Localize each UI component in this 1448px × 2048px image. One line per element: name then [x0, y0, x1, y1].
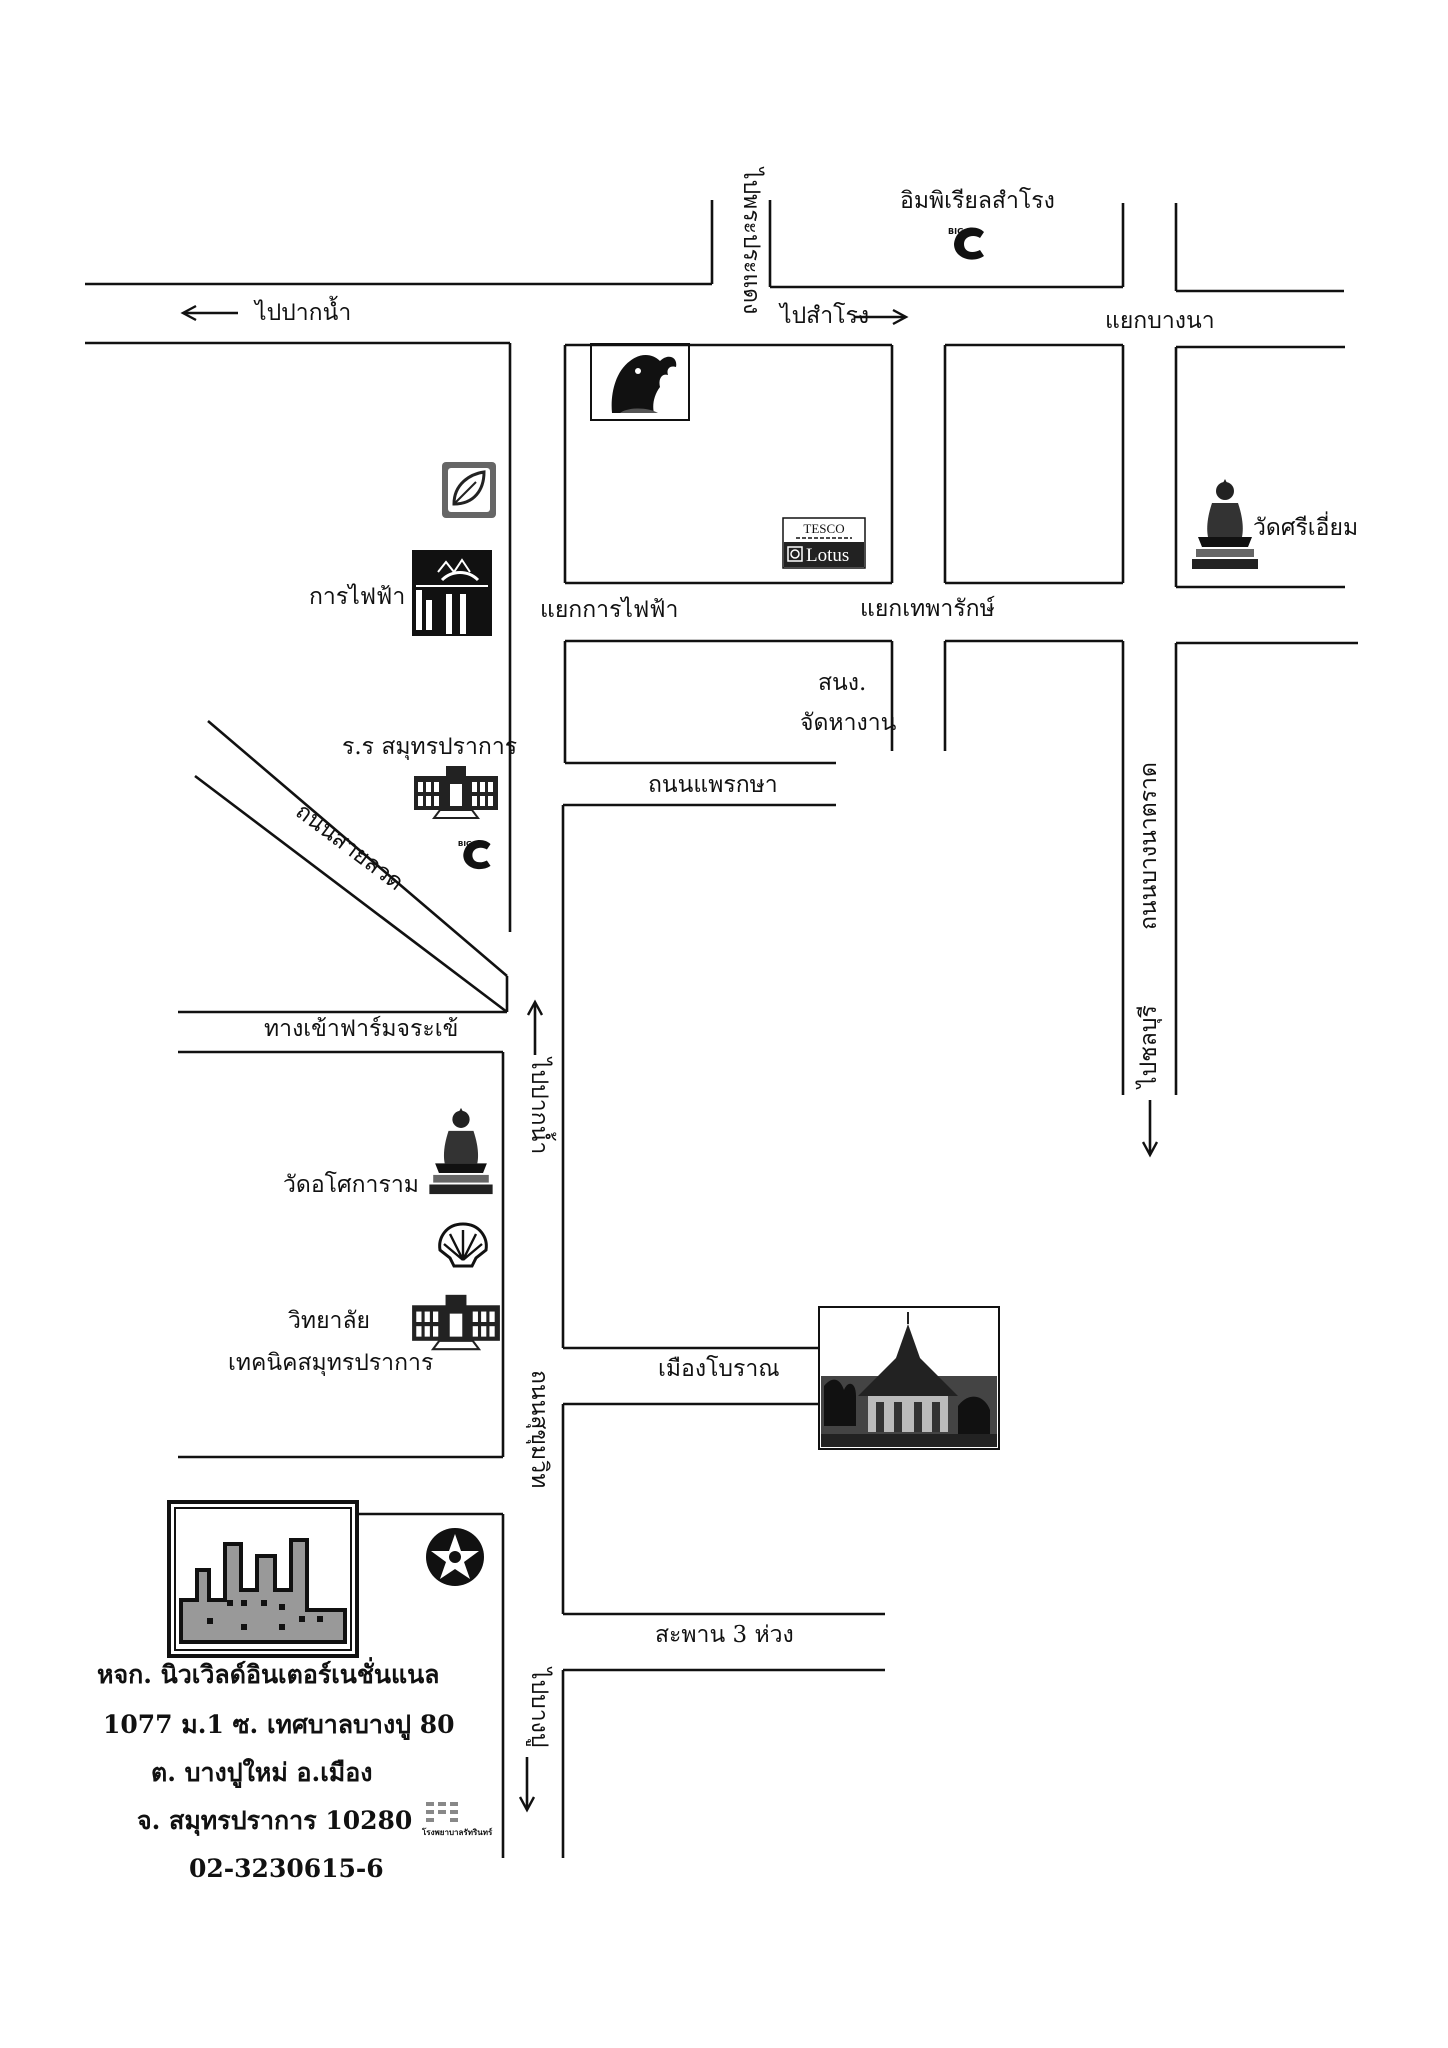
ancient-city-label: เมืองโบราณ: [658, 1356, 780, 1382]
svg-text:BIG: BIG: [458, 839, 472, 848]
big-c-logo-icon: BIG: [458, 839, 491, 870]
samutprakan-school-label: ร.ร สมุทรปราการ: [342, 734, 518, 760]
phone-number: 02-3230615-6: [189, 1854, 384, 1883]
phraek-sa-road-label: ถนนแพรกษา: [648, 772, 778, 798]
school-building-icon: [414, 766, 498, 819]
to-phra-pradaeng-label: ไปพระประแดง: [738, 168, 764, 315]
wat-si-iam-label: วัดศรีเอี่ยม: [1253, 515, 1359, 541]
address-line-1: 1077 ม.1 ซ. เทศบาลบางปู 80: [103, 1710, 455, 1739]
bangna-trat-road-label: ถนนบางนาตราด: [1136, 762, 1162, 930]
hospital-caption: โรงพยาบาลรัทรินทร์: [422, 1827, 493, 1837]
college-label-1: วิทยาลัย: [288, 1308, 371, 1334]
to-chonburi-label: ไปชลบุรี: [1136, 1005, 1162, 1088]
lotus-brand-text: Lotus: [806, 545, 849, 566]
to-paknam-side-label: ไปปากน้ำ: [526, 1058, 552, 1155]
erawan-elephant-icon: [590, 343, 690, 421]
factory-logo-icon: [167, 1500, 359, 1658]
bangna-junction-label: แยกบางนา: [1105, 308, 1215, 334]
employment-office-label-2: จัดหางาน: [800, 710, 897, 736]
star-station-icon: [426, 1528, 484, 1586]
thai-temple-icon: [818, 1306, 1000, 1450]
to-paknam-label: ไปปากน้ำ: [255, 300, 352, 326]
leaf-logo-icon: [442, 462, 496, 518]
to-bangpu-label: ไปบางปู: [526, 1668, 552, 1748]
college-label-2: เทคนิคสมุทรปราการ: [228, 1350, 434, 1376]
three-arch-bridge-label: สะพาน 3 ห่วง: [655, 1622, 794, 1648]
crocodile-farm-label: ทางเข้าฟาร์มจระเข้: [264, 1016, 459, 1042]
wat-asokaram-label: วัดอโศการาม: [283, 1172, 419, 1198]
hospital-logo-icon: [426, 1802, 458, 1822]
power-plant-icon: [412, 550, 492, 636]
buddha-statue-icon: [429, 1107, 493, 1195]
tesco-brand-text: TESCO: [803, 521, 844, 536]
imperial-samrong-label: อิมพิเรียลสำโรง: [900, 188, 1055, 214]
address-line-2: ต. บางปูใหม่ อ.เมือง: [151, 1758, 373, 1787]
electricity-label: การไฟฟ้า: [309, 584, 406, 610]
big-c-logo-icon: BIG: [948, 227, 984, 260]
thepharak-junction-label: แยกเทพารักษ์: [860, 596, 995, 622]
svg-text:BIG: BIG: [948, 227, 964, 236]
employment-office-label-1: สนง.: [818, 670, 867, 696]
sukhumvit-road-label: ถนนสุขุมวิท: [526, 1370, 552, 1489]
address-line-3: จ. สมุทรปราการ 10280: [137, 1806, 413, 1835]
school-building-icon: [412, 1294, 500, 1351]
shell-station-icon: [438, 1222, 488, 1268]
to-samrong-label: ไปสำโรง: [780, 303, 870, 329]
tesco-lotus-logo-icon: TESCO Lotus: [782, 517, 866, 569]
electricity-junction-label: แยกการไฟฟ้า: [540, 597, 679, 623]
buddha-statue-icon: [1192, 479, 1258, 569]
company-name: หจก. นิวเวิลด์อินเตอร์เนชั่นแนล: [97, 1660, 440, 1689]
